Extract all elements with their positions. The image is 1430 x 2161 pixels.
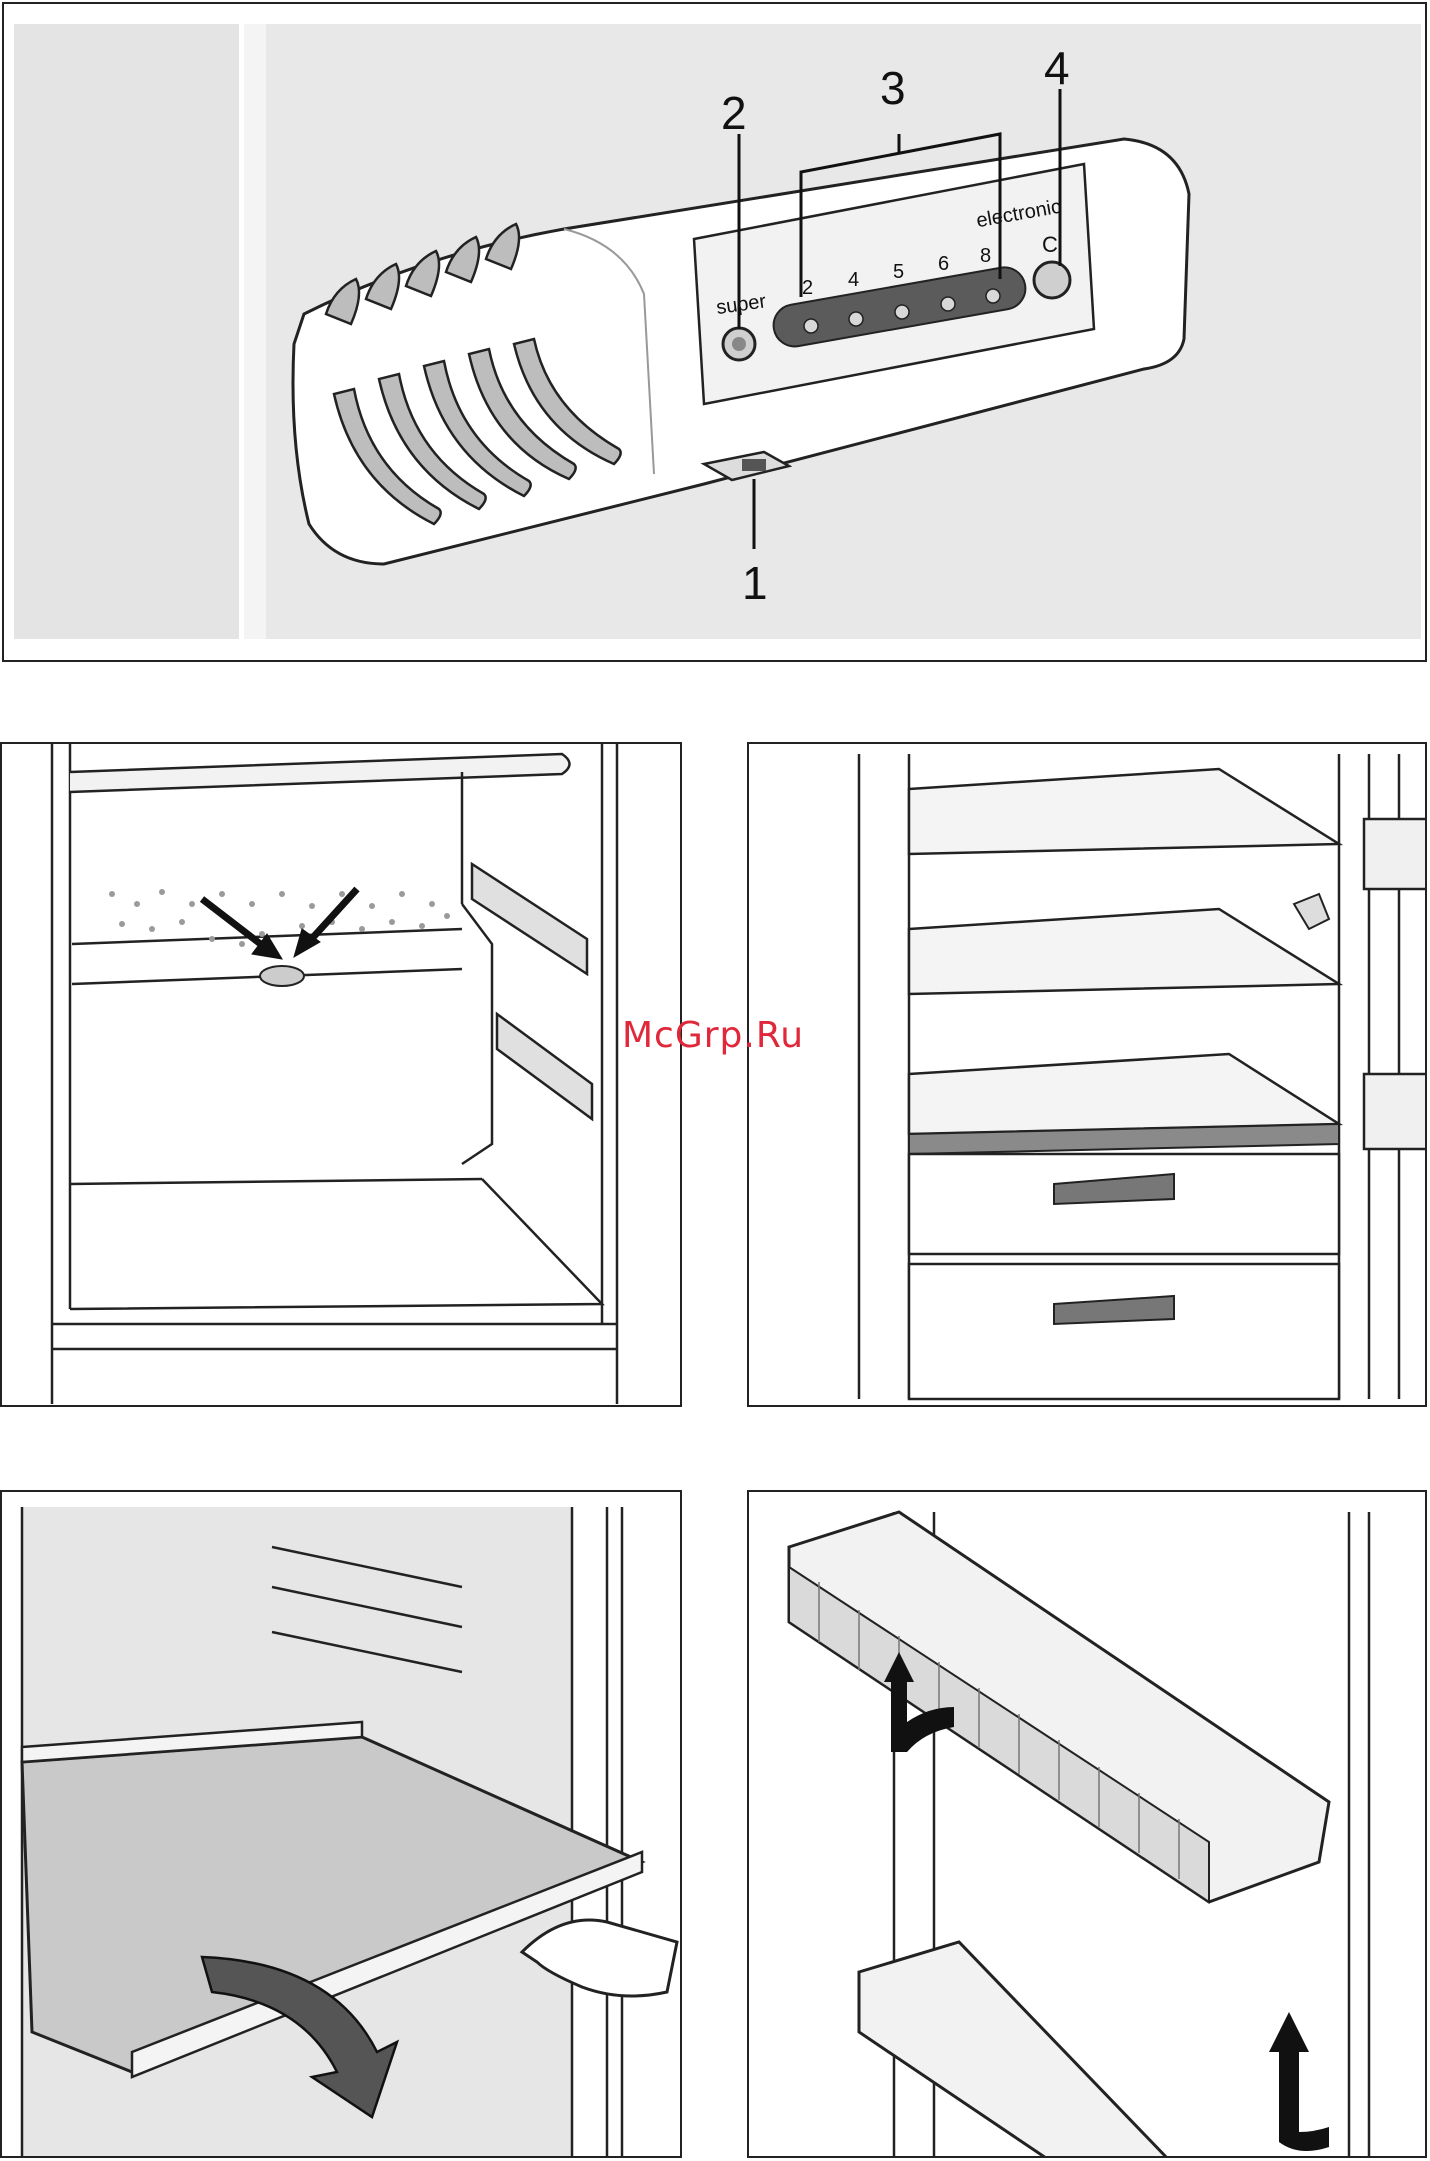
callout-1: 1 — [742, 557, 768, 609]
callout-4: 4 — [1044, 42, 1070, 94]
shelves-illustration — [747, 742, 1427, 1407]
control-panel-illustration: 2 3 4 1 super electronic 2 4 5 6 8 C — [2, 2, 1427, 662]
watermark: McGrp.Ru — [622, 1015, 804, 1056]
lower-door-tray — [859, 1942, 1169, 2158]
door-rack — [1364, 819, 1427, 1149]
remove-shelf-illustration — [0, 1490, 682, 2158]
glass-shelf — [909, 769, 1339, 1134]
scale-mark-5: 5 — [893, 261, 904, 283]
door-tray-illustration — [747, 1490, 1427, 2158]
callout-3: 3 — [880, 62, 906, 114]
c-label: C — [1042, 232, 1058, 257]
shelf-rails — [472, 864, 592, 1119]
scale-mark-6: 6 — [938, 253, 949, 275]
scale-mark-4: 4 — [848, 269, 859, 291]
side-wall — [14, 24, 239, 639]
door-tray — [789, 1512, 1329, 1902]
water-drops — [109, 889, 450, 947]
c-button — [1034, 262, 1070, 298]
scale-mark-8: 8 — [980, 245, 991, 267]
callout-2: 2 — [721, 87, 747, 139]
humidity-icon — [1294, 894, 1329, 929]
scale-mark-2: 2 — [802, 277, 813, 299]
drain-channel-illustration — [0, 742, 682, 1407]
drain-hole — [260, 966, 304, 986]
